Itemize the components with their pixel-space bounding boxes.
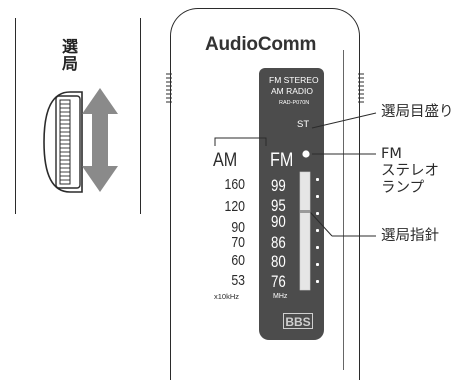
closeup-right-edge — [140, 18, 141, 214]
st-label: ST — [297, 119, 310, 130]
model-number: RAD-P070N — [279, 100, 310, 106]
am-scale-value: 60 — [231, 252, 245, 269]
scale-dot — [316, 246, 319, 249]
stereo-lamp-icon — [302, 150, 310, 158]
am-unit: x10kHz — [214, 292, 240, 301]
fm-unit: MHz — [273, 293, 288, 300]
model-line-2: AM RADIO — [271, 86, 314, 96]
scale-dot — [316, 178, 319, 181]
closeup-svg — [43, 88, 118, 193]
callout-lamp-line-2: ステレオ — [381, 163, 439, 179]
brand-logo: AudioComm — [205, 34, 317, 55]
left-side-knob — [166, 73, 172, 103]
am-scale-value: 120 — [224, 198, 245, 215]
dial-panel — [259, 68, 324, 340]
scale-dot — [316, 212, 319, 215]
callout-tuning-pointer: 選局指針 — [381, 228, 439, 244]
tuning-pointer-icon — [300, 210, 310, 213]
fm-scale-value: 86 — [271, 233, 286, 252]
fm-scale-value: 80 — [271, 252, 286, 271]
am-scale-value: 160 — [224, 176, 245, 193]
am-bracket — [214, 137, 267, 146]
am-scale-value: 53 — [231, 272, 245, 289]
callout-line-pointer — [309, 211, 333, 237]
am-band-label: AM — [213, 150, 238, 171]
callout-line-dial — [311, 112, 377, 129]
scale-dot — [316, 280, 319, 283]
fm-scale-value: 95 — [271, 196, 286, 215]
tuning-label: 選局 — [59, 38, 78, 72]
callout-lamp-line-3: ランプ — [381, 180, 425, 196]
am-scale-value: 70 — [231, 234, 245, 251]
fm-scale-value: 76 — [271, 272, 286, 291]
am-scale-value: 90 — [231, 219, 245, 236]
closeup-left-edge — [15, 18, 16, 214]
scale-dot — [316, 195, 319, 198]
overlay-lines — [214, 112, 377, 291]
fm-band-label: FM — [270, 150, 294, 171]
fm-scale-value: 90 — [271, 212, 286, 231]
scale-dot — [316, 263, 319, 266]
tuning-wheel-icon — [55, 95, 81, 189]
callout-lamp-line-1: FM — [381, 146, 402, 162]
scale-dot — [316, 229, 319, 232]
callout-dial-marks: 選局目盛り — [381, 104, 454, 120]
model-line-1: FM STEREO — [269, 75, 319, 85]
body-seam — [343, 50, 344, 370]
up-down-arrow-icon — [82, 88, 118, 192]
callout-fm-stereo-lamp: FM ステレオ ランプ — [381, 146, 439, 197]
tuning-window — [299, 171, 311, 291]
right-side-knob — [358, 73, 364, 103]
bbs-badge: BBS — [283, 313, 313, 329]
fm-scale-value: 99 — [271, 176, 286, 195]
